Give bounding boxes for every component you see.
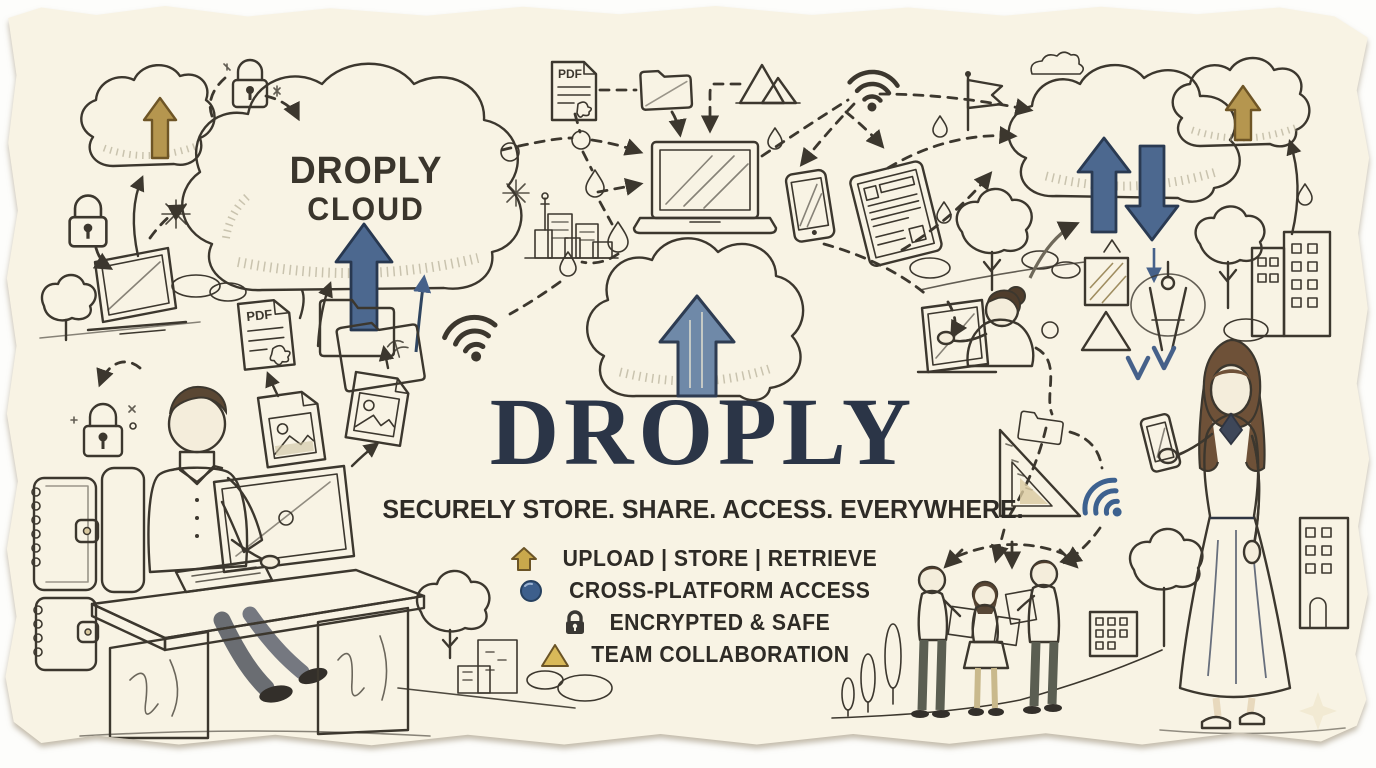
person-middle [962,580,1021,716]
pdf-document-icon-top: PDF [550,60,598,122]
padlock-icon [566,609,585,634]
upload-arrow-into-droply-cloud [316,222,432,353]
tablet-center [849,160,943,267]
feature-label: TEAM COLLABORATION [590,641,850,667]
feature-item-upload: UPLOAD | STORE | RETRIEVE [470,545,930,571]
tree-right-top [1194,205,1269,342]
cloud-label-line2: CLOUD [307,191,425,227]
water-drops [559,115,1313,277]
sitting-woman-with-tablet [916,286,1035,374]
upload-arrow-gold-small [142,96,178,160]
bushes-top-left [171,274,247,302]
wifi-icon-right-blue [1082,477,1122,517]
brand-tagline: SECURELY STORE. SHARE. ACCESS. EVERYWHER… [382,494,1024,524]
pdf-label: PDF [246,307,273,325]
upload-arrow-blue [1076,136,1132,234]
tree-left-small [40,273,97,342]
illustration-scene: PDF PDF [31,51,1350,740]
wifi-icon-left [442,314,498,362]
sparkle-bottom-right [1299,692,1337,730]
photo-file-icon-2 [344,370,410,447]
building-standing-woman [1298,516,1350,630]
laptop-left [86,246,188,335]
wifi-icon-top [847,69,900,112]
pdf-label: PDF [558,67,582,81]
upload-arrow-logo [658,294,736,398]
feature-item-team: TEAM COLLABORATION [470,641,930,667]
download-arrow-blue [1124,144,1180,242]
standing-woman-with-phone [1125,338,1292,730]
pdf-document-icon-left: PDF [236,299,296,371]
upload-arrow-icon [511,546,538,571]
blue-dot-icon [520,579,543,602]
tree-near-standing-woman [1128,527,1204,648]
cloud-center-logo [586,237,805,402]
sync-arrows-blue [1076,136,1180,284]
person-right [1004,559,1062,714]
cloud-right-small [1171,56,1311,148]
large-tablet [916,298,998,374]
feature-label: CROSS-PLATFORM ACCESS [569,577,871,603]
cloud-small-left [80,63,216,168]
folder-icon-small-right [1017,410,1064,446]
connector-dots [500,130,1059,339]
gold-square-icon [1083,256,1130,307]
three-people-group [911,559,1062,718]
compass-divider-icon [1130,260,1206,352]
small-buildings-left [457,639,518,694]
photo-file-icon-1 [256,390,327,469]
journal-bottom [33,596,100,672]
upload-arrow-gold-right [1224,84,1262,142]
sparkle-star-left [161,199,191,229]
brand-title: DROPLY [489,378,917,485]
dashed-connectors [92,76,1104,570]
man-at-desk [90,385,426,740]
padlock-icon-top [223,58,281,109]
desk [90,568,426,740]
feature-label: ENCRYPTED & SAFE [609,609,831,635]
phone-center [784,168,836,243]
padlock-icon-desk [70,402,137,458]
phone-in-hand [1139,413,1182,473]
buildings-right-top [1250,230,1332,338]
gold-triangle-icon-scene [1080,310,1132,352]
tree-center-right [909,187,1081,292]
cloud-label-line1: DROPLY [289,150,443,192]
download-chevrons-blue [1125,345,1177,381]
city-skyline [524,192,619,259]
mountains-photo-icon [735,63,801,105]
laptop-on-desk [174,464,356,594]
paper-background: PDF PDF [5,6,1370,746]
gold-triangle-icon [540,643,569,667]
curved-solid-arrows [129,139,1302,468]
tiny-cloud [1030,51,1085,75]
folder-icon-top [639,69,694,111]
tree-bottom-center [415,569,613,702]
padlock-icon-left [68,194,108,248]
building-people-scene [1088,610,1139,658]
droply-cloud-label: DROPLY CLOUD [272,150,460,228]
feature-item-encrypted: ENCRYPTED & SAFE [470,609,930,635]
legs [213,606,328,703]
journal-top [31,476,100,592]
laptop-center [632,140,778,235]
dress [1178,412,1292,699]
cypress-trees [841,623,902,717]
flag-icon [965,71,1004,132]
set-square-icon [998,428,1082,518]
feature-item-cross-platform: CROSS-PLATFORM ACCESS [470,577,930,603]
feature-label: UPLOAD | STORE | RETRIEVE [562,545,878,571]
feature-list: UPLOAD | STORE | RETRIEVE CROSS-PLATFORM… [470,545,930,667]
ground-lines [39,261,1346,737]
folder-pair-icon [318,298,426,393]
man-figure [147,385,264,574]
sparkle-star-city [502,179,530,207]
